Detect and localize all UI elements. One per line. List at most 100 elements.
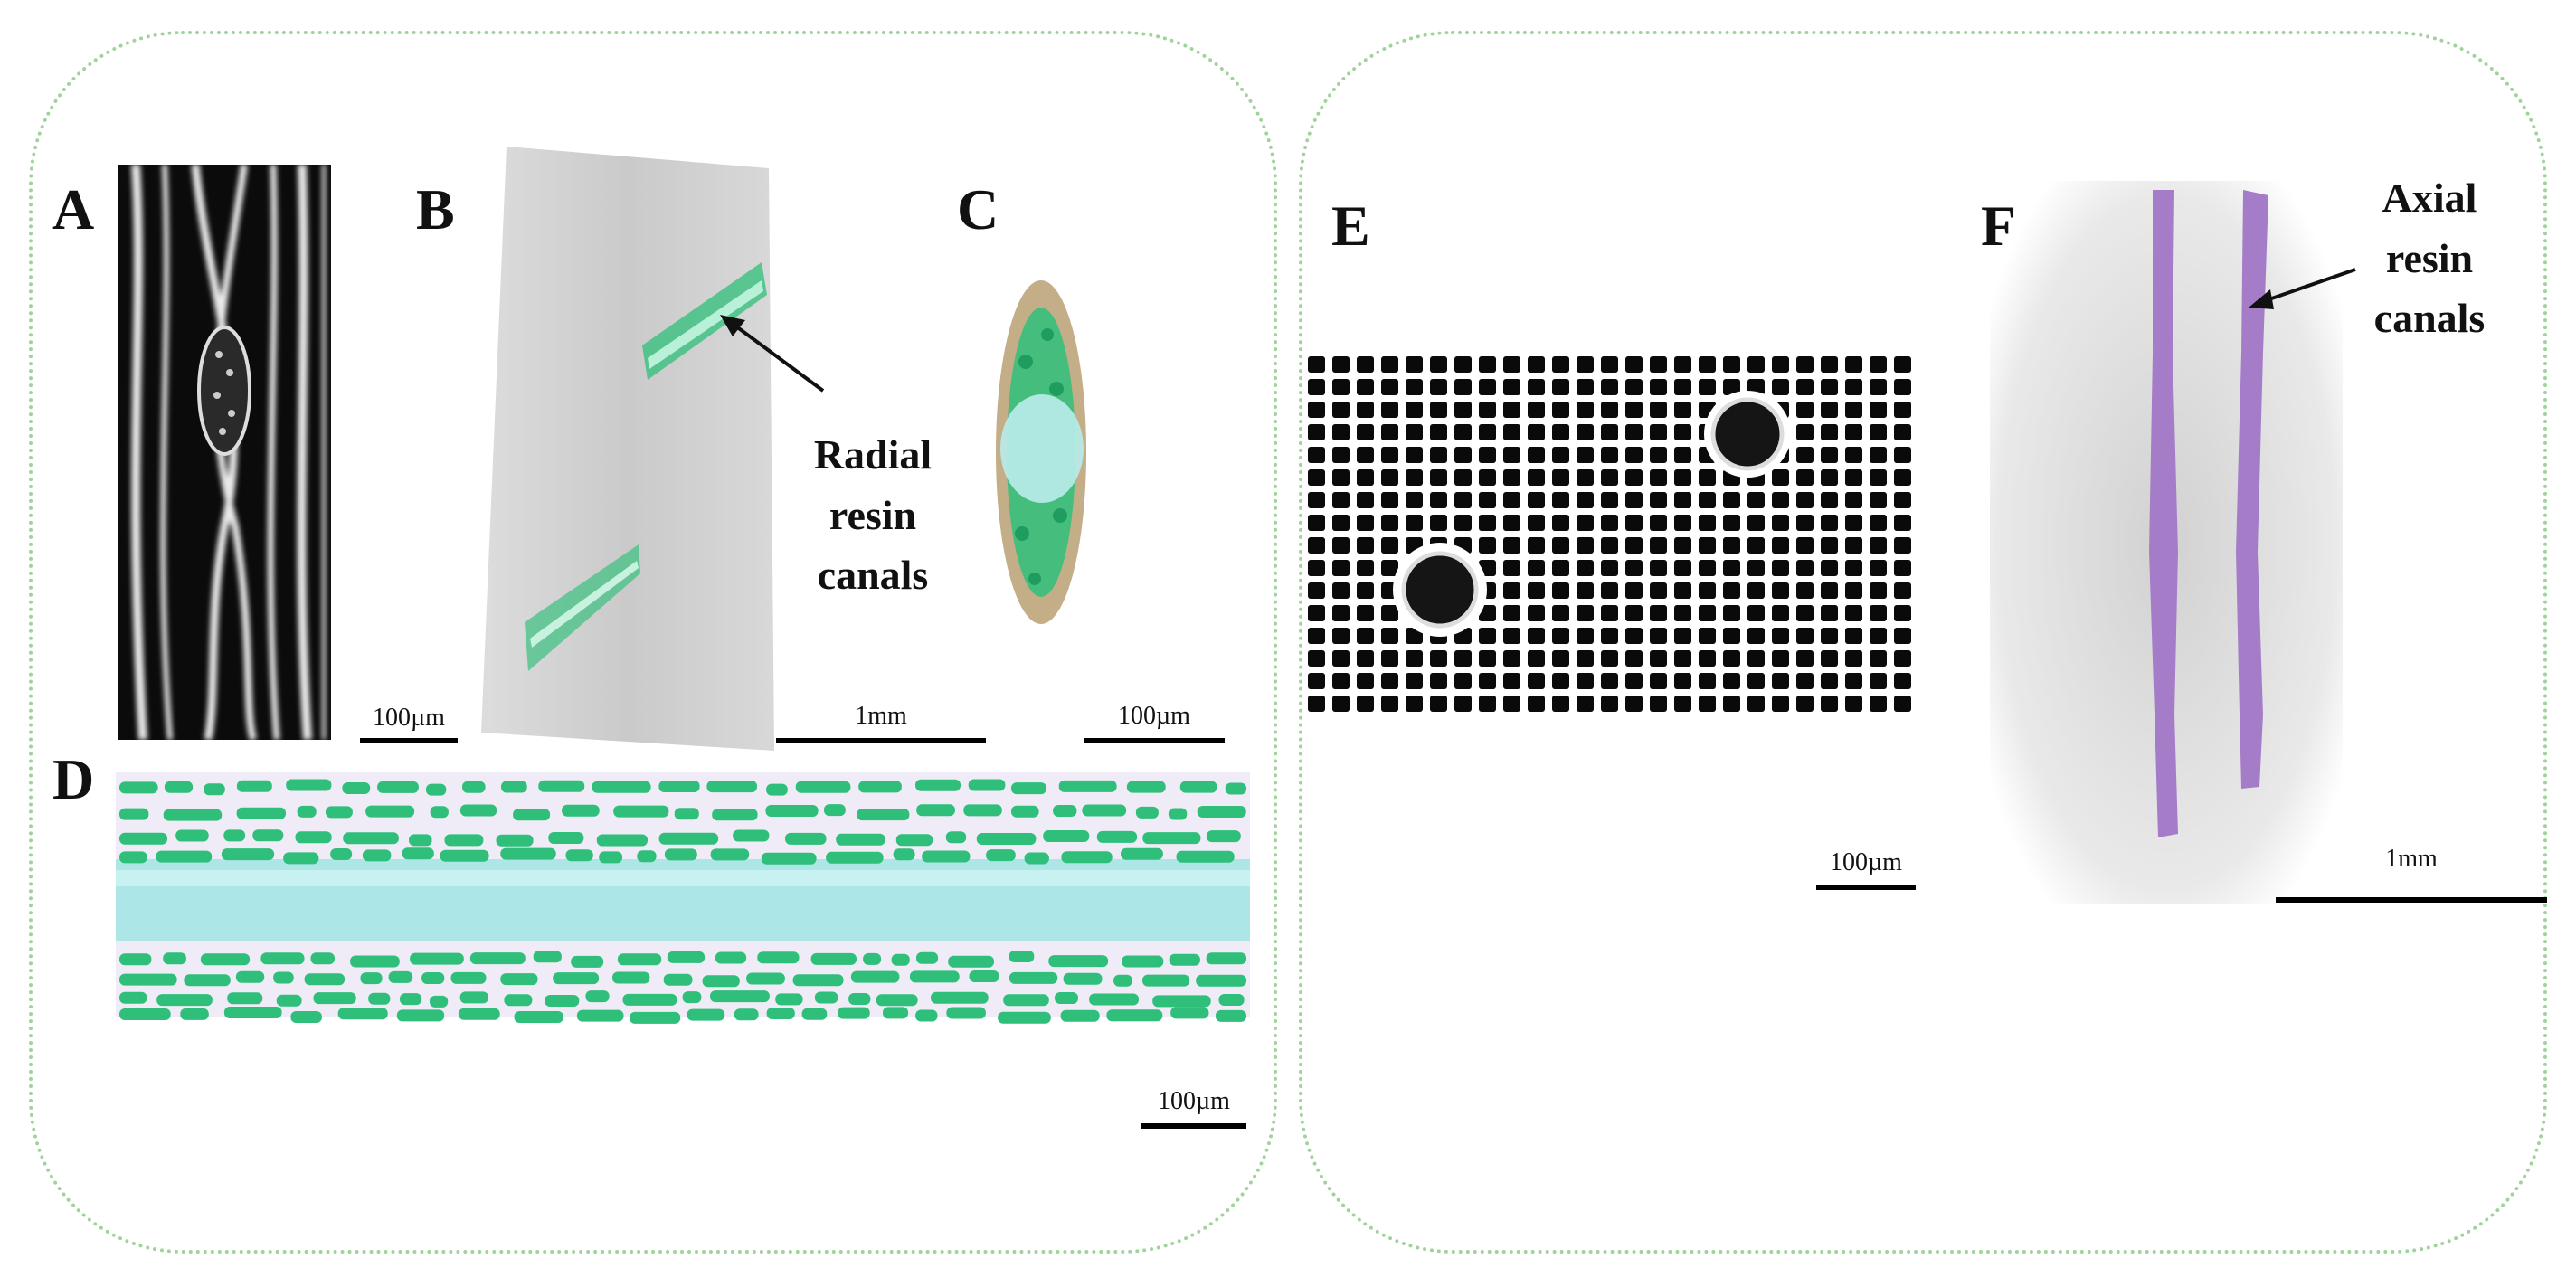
tracheid-cell — [1772, 379, 1789, 395]
ray-cell-blob — [1009, 971, 1058, 984]
tracheid-cell — [1479, 424, 1496, 440]
axial-canal-upper — [1704, 391, 1791, 478]
ray-cell-blob — [576, 1009, 624, 1022]
tracheid-cell — [1503, 537, 1520, 554]
ray-cell-blob — [826, 851, 884, 864]
tracheid-cell — [1577, 402, 1594, 418]
tracheid-cell — [1381, 696, 1398, 712]
ray-cell-blob — [360, 972, 383, 985]
ray-cell-blob — [337, 1008, 388, 1020]
ray-cell-blob — [667, 951, 706, 963]
tracheid-cell — [1357, 447, 1374, 463]
tracheid-cell — [1577, 469, 1594, 486]
tracheid-cell — [1674, 628, 1691, 644]
tracheid-cell — [1577, 650, 1594, 667]
tracheid-cell — [1674, 582, 1691, 599]
tracheid-cell — [1821, 469, 1838, 486]
ray-cell-blob — [1058, 780, 1117, 792]
tracheid-cell — [1625, 560, 1643, 576]
ray-cell-blob — [290, 1011, 322, 1023]
tracheid-cell — [1528, 402, 1545, 418]
tracheid-cell — [1747, 356, 1765, 373]
ray-cell-blob — [838, 1007, 870, 1019]
ray-cell-blob — [200, 953, 251, 966]
tracheid-cell — [1430, 402, 1447, 418]
ray-cell-blob — [156, 994, 213, 1007]
tracheid-cell — [1552, 628, 1569, 644]
ray-cell-blob — [297, 805, 317, 818]
tracheid-cell — [1479, 673, 1496, 689]
tracheid-cell — [1870, 402, 1887, 418]
tracheid-cell — [1430, 673, 1447, 689]
ray-cell-blob — [1053, 805, 1077, 817]
tracheid-cell — [1577, 356, 1594, 373]
ray-cell-blob — [1169, 953, 1200, 966]
tracheid-cell — [1894, 424, 1911, 440]
ray-cell-blob — [674, 808, 699, 820]
scalebar-f-label: 1mm — [2385, 845, 2438, 873]
tracheid-cell — [1454, 402, 1472, 418]
ray-cell-blob — [410, 952, 464, 965]
scalebar-b-bar — [776, 738, 986, 743]
ray-cell-blob — [687, 1008, 725, 1021]
tracheid-cell — [1772, 605, 1789, 621]
ray-cell-blob — [236, 807, 286, 819]
tracheid-cell — [1650, 560, 1667, 576]
tracheid-cell — [1381, 402, 1398, 418]
tracheid-cell — [1552, 560, 1569, 576]
axial-canals-label: Axial resin canals — [2348, 168, 2511, 349]
tracheid-cell — [1332, 696, 1350, 712]
panel-f-image — [1990, 181, 2343, 904]
ray-cell-blob — [757, 951, 800, 964]
tracheid-cell — [1845, 492, 1862, 508]
ray-cell-blob — [1176, 850, 1235, 863]
ray-cell-blob — [1179, 781, 1217, 793]
ray-cell-blob — [204, 783, 225, 796]
tracheid-cell — [1845, 696, 1862, 712]
radial-canals-label-line-3: canals — [817, 552, 929, 599]
tracheid-cell — [1650, 628, 1667, 644]
tracheid-cell — [1308, 469, 1325, 486]
ray-cell-blob — [571, 955, 604, 968]
tracheid-cell — [1699, 650, 1716, 667]
ray-cell-blob — [1122, 955, 1164, 968]
ray-cell-blob — [617, 953, 662, 966]
tracheid-cell — [1406, 628, 1423, 644]
tracheid-cell — [1845, 582, 1862, 599]
tracheid-cell — [1796, 356, 1814, 373]
tracheid-cell — [1430, 356, 1447, 373]
ray-cell-blob — [712, 809, 758, 821]
tracheid-cell — [1308, 582, 1325, 599]
tracheid-cell — [1894, 379, 1911, 395]
ray-cell-blob — [538, 780, 585, 792]
panel-e-image — [1304, 353, 1919, 716]
tracheid-cell — [1821, 424, 1838, 440]
tracheid-cell — [1821, 628, 1838, 644]
tracheid-cell — [1747, 650, 1765, 667]
tracheid-cell — [1674, 515, 1691, 531]
ray-cell-blob — [850, 970, 900, 983]
tracheid-cell — [1601, 402, 1618, 418]
tracheid-cell — [1357, 696, 1374, 712]
ray-cell-blob — [766, 1008, 795, 1019]
tracheid-cell — [1796, 560, 1814, 576]
tracheid-cell — [1674, 447, 1691, 463]
ray-cell-blob — [377, 781, 419, 793]
ray-cell-blob — [1170, 1007, 1209, 1019]
ray-cell-blob — [801, 1008, 828, 1020]
ray-cell-blob — [400, 993, 422, 1006]
ray-cell-blob — [175, 829, 209, 842]
tracheid-cell — [1503, 424, 1520, 440]
tracheid-cell — [1528, 379, 1545, 395]
tracheid-cell — [1601, 469, 1618, 486]
panel-a-image — [118, 165, 331, 740]
tracheid-cell — [1503, 650, 1520, 667]
tracheid-cell — [1577, 492, 1594, 508]
ray-cell-blob — [295, 831, 332, 844]
tracheid-cell — [1747, 696, 1765, 712]
tracheid-cell — [1528, 537, 1545, 554]
tracheid-cell — [1479, 628, 1496, 644]
tracheid-cell — [1528, 492, 1545, 508]
ray-cell-blob — [1196, 974, 1246, 987]
ray-cell-blob — [1152, 995, 1211, 1008]
